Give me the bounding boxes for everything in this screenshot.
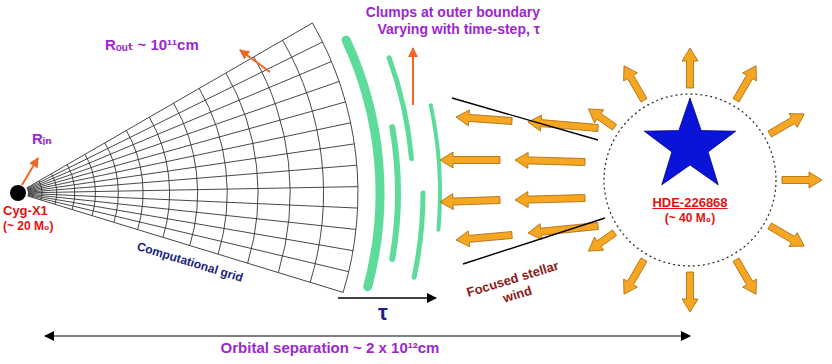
wind-arrow (624, 258, 647, 294)
star-label: HDE-226868(~ 40 M₀) (603, 195, 777, 225)
separation-label: Orbital separation ~ 2 x 10¹²cm (221, 339, 440, 357)
grid-line (28, 193, 358, 208)
separation-arrow (45, 335, 690, 336)
wind-arrow (624, 66, 647, 102)
inner-radius-label: Rᵢₙ (32, 130, 52, 148)
black-hole (10, 185, 26, 201)
grid-arc (199, 88, 227, 254)
wind-arrow (515, 192, 585, 208)
star-outline (603, 93, 777, 267)
grid-line (27, 61, 331, 189)
stellar-wind (440, 48, 822, 312)
grid-line (28, 123, 351, 191)
grid-arc (39, 181, 42, 200)
grid-arc (149, 117, 169, 237)
computational-grid (10, 23, 358, 292)
black-hole-node: Cyg-X1(~ 20 M₀) (3, 185, 53, 233)
clump (431, 105, 440, 230)
grid-arc (126, 131, 143, 230)
leader-arrow (22, 158, 38, 185)
star-mass: (~ 40 M₀) (603, 211, 777, 225)
clump (414, 193, 423, 277)
object-mass: (~ 20 M₀) (3, 219, 53, 233)
leader-arrow (240, 50, 270, 72)
funnel-line (463, 218, 605, 264)
dotted-circle (604, 94, 776, 266)
clumps-label: Clumps at outer boundary Varying with ti… (335, 4, 540, 38)
grid-arc (105, 143, 118, 222)
label-box: τ (378, 300, 388, 326)
wind-arrow (440, 152, 500, 168)
wind-arrow (768, 114, 804, 137)
grid-arc (174, 103, 198, 245)
grid-line (28, 102, 346, 190)
label-box: Orbital separation ~ 2 x 10¹²cm (221, 339, 440, 357)
clump (346, 40, 380, 287)
wind-arrow (456, 231, 512, 247)
wind-arrow (588, 109, 616, 130)
label-box: Rₒᵤₜ ~ 10¹¹cm (105, 36, 199, 54)
grid-line (27, 81, 339, 189)
wind-arrow (588, 230, 616, 251)
time-arrow (338, 297, 436, 298)
wind-arrow (682, 48, 698, 88)
grid-arc (67, 165, 75, 210)
grid-arc (85, 154, 95, 215)
wind-arrow (682, 272, 698, 312)
grid-line (28, 194, 356, 229)
star-node: HDE-226868(~ 40 M₀) (603, 93, 777, 267)
grid-arc (52, 174, 57, 205)
wind-arrow (440, 194, 500, 210)
clumps (346, 40, 440, 287)
wind-arrow (515, 152, 585, 168)
time-step-label: τ (378, 300, 388, 326)
wind-arrow (733, 66, 756, 102)
grid-line (28, 144, 355, 192)
wind-arrow (782, 172, 822, 188)
object-name: Cyg-X1 (3, 203, 53, 219)
wind-arrow (768, 223, 804, 246)
label-box: Rᵢₙ (32, 130, 52, 148)
grid-line (28, 196, 344, 292)
grid-line (28, 187, 358, 193)
grid-line (28, 165, 357, 192)
clump (392, 127, 398, 259)
clump (389, 58, 411, 159)
label-box: Focused stellar wind (459, 256, 571, 317)
grid-line (27, 42, 323, 189)
leader-arrow (412, 48, 414, 105)
funnel-line (452, 98, 598, 140)
grid-arc (254, 57, 290, 273)
grid-arc (283, 40, 324, 282)
outer-radius-label: Rₒᵤₜ ~ 10¹¹cm (105, 36, 199, 54)
spacer (3, 185, 53, 203)
star-symbol (644, 98, 735, 185)
label-box: Clumps at outer boundary Varying with ti… (335, 4, 540, 38)
grid-arc (312, 23, 358, 292)
star-name: HDE-226868 (603, 195, 777, 211)
grid-arc (226, 73, 258, 263)
wind-arrow (733, 258, 756, 294)
wind-label: Focused stellar wind (459, 256, 571, 317)
